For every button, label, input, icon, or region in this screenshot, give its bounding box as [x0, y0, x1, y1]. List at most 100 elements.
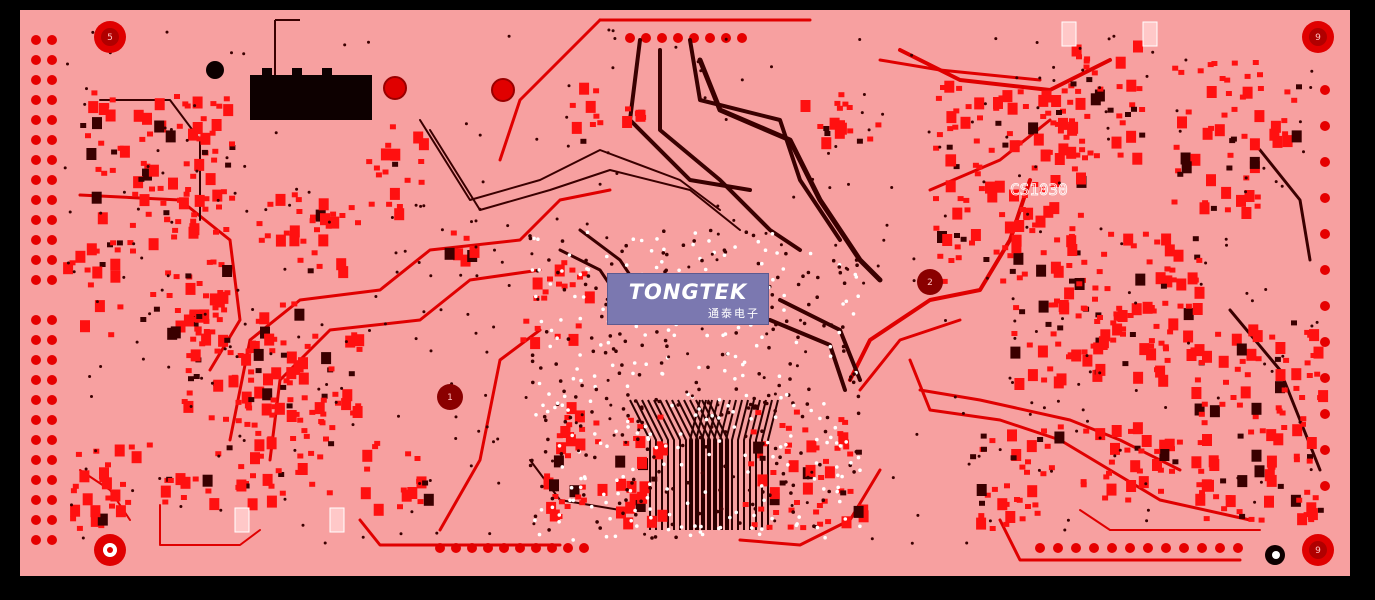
smd-pad: [312, 333, 319, 339]
via: [943, 214, 947, 218]
via: [1281, 354, 1285, 358]
smd-pad: [140, 160, 147, 166]
smd-pad: [1053, 376, 1064, 389]
via: [781, 267, 786, 271]
via: [764, 231, 768, 235]
bus-trace: [743, 399, 755, 530]
bus-trace: [677, 399, 699, 530]
header-pin: [737, 33, 747, 43]
smd-pad: [350, 410, 357, 416]
smd-pad: [254, 439, 265, 452]
header-pin: [31, 75, 41, 85]
via: [571, 376, 576, 381]
smd-pad: [180, 495, 187, 500]
smd-pad: [335, 400, 341, 406]
via: [1310, 324, 1314, 328]
smd-pad: [953, 164, 960, 170]
via: [1120, 242, 1124, 246]
smd-pad: [1177, 116, 1187, 129]
via: [870, 537, 874, 541]
via: [626, 419, 630, 424]
smd-pad: [635, 500, 646, 512]
smd-pad: [191, 212, 198, 218]
smd-pad: [400, 487, 407, 493]
smd-pad: [1036, 264, 1047, 277]
smd-pad: [185, 187, 192, 192]
via: [567, 84, 571, 88]
smd-pad: [224, 337, 231, 343]
smd-pad: [275, 193, 286, 206]
header-pin: [1035, 543, 1045, 553]
via: [611, 66, 615, 70]
header-pin: [657, 33, 667, 43]
smd-pad: [199, 341, 206, 347]
via: [761, 441, 765, 446]
via: [410, 510, 414, 514]
smd-pad: [1171, 199, 1178, 205]
header-pin: [31, 535, 41, 545]
via: [788, 362, 792, 366]
smd-pad: [989, 526, 996, 531]
smd-pad: [139, 136, 146, 142]
smd-pad: [1097, 86, 1104, 92]
via: [965, 541, 969, 545]
smd-pad: [1266, 455, 1277, 468]
bottom-header: [435, 33, 1243, 553]
via: [586, 267, 591, 272]
via: [718, 488, 722, 492]
smd-pad: [203, 329, 210, 334]
via: [571, 498, 576, 503]
header-pin: [1071, 543, 1081, 553]
via: [481, 180, 485, 184]
smd-pad: [625, 501, 636, 514]
via: [784, 392, 789, 397]
smd-pad: [229, 145, 236, 150]
smd-pad: [978, 513, 985, 519]
via: [238, 434, 242, 438]
via: [664, 490, 669, 494]
via: [653, 535, 658, 539]
via: [838, 444, 843, 448]
smd-pad: [173, 274, 180, 280]
smd-pad: [1014, 378, 1025, 390]
smd-pad: [561, 283, 568, 289]
via: [550, 505, 555, 510]
smd-pad: [255, 318, 262, 324]
smd-pad: [942, 234, 953, 246]
smd-pad: [955, 255, 962, 261]
smd-pad: [635, 436, 646, 449]
via: [697, 407, 701, 411]
smd-pad: [1141, 435, 1152, 447]
via: [624, 263, 629, 267]
via: [1107, 137, 1110, 141]
smd-pad: [1010, 455, 1017, 461]
via: [605, 236, 609, 240]
smd-pad: [330, 211, 337, 217]
smd-pad: [1045, 321, 1052, 327]
header-pin: [563, 543, 573, 553]
via: [700, 327, 704, 331]
smd-pad: [131, 451, 142, 464]
smd-pad: [1249, 138, 1260, 151]
smd-pad: [80, 123, 87, 128]
smd-pad: [1275, 405, 1282, 411]
smd-pad: [63, 262, 74, 275]
via: [733, 245, 737, 249]
via: [722, 253, 727, 257]
smd-pad: [1002, 90, 1013, 103]
smd-pad: [206, 259, 213, 265]
smd-pad: [1304, 329, 1311, 335]
smd-pad: [1210, 205, 1217, 211]
via: [560, 465, 565, 469]
smd-pad: [1074, 250, 1081, 256]
smd-pad: [1246, 348, 1257, 361]
smd-pad: [1304, 489, 1311, 495]
smd-pad: [1230, 395, 1237, 400]
via: [625, 488, 629, 492]
smd-pad: [957, 196, 964, 202]
smd-pad: [1198, 360, 1205, 365]
smd-pad: [788, 507, 795, 513]
smd-pad: [142, 112, 152, 125]
smd-pad: [1132, 152, 1143, 165]
via: [544, 330, 549, 334]
